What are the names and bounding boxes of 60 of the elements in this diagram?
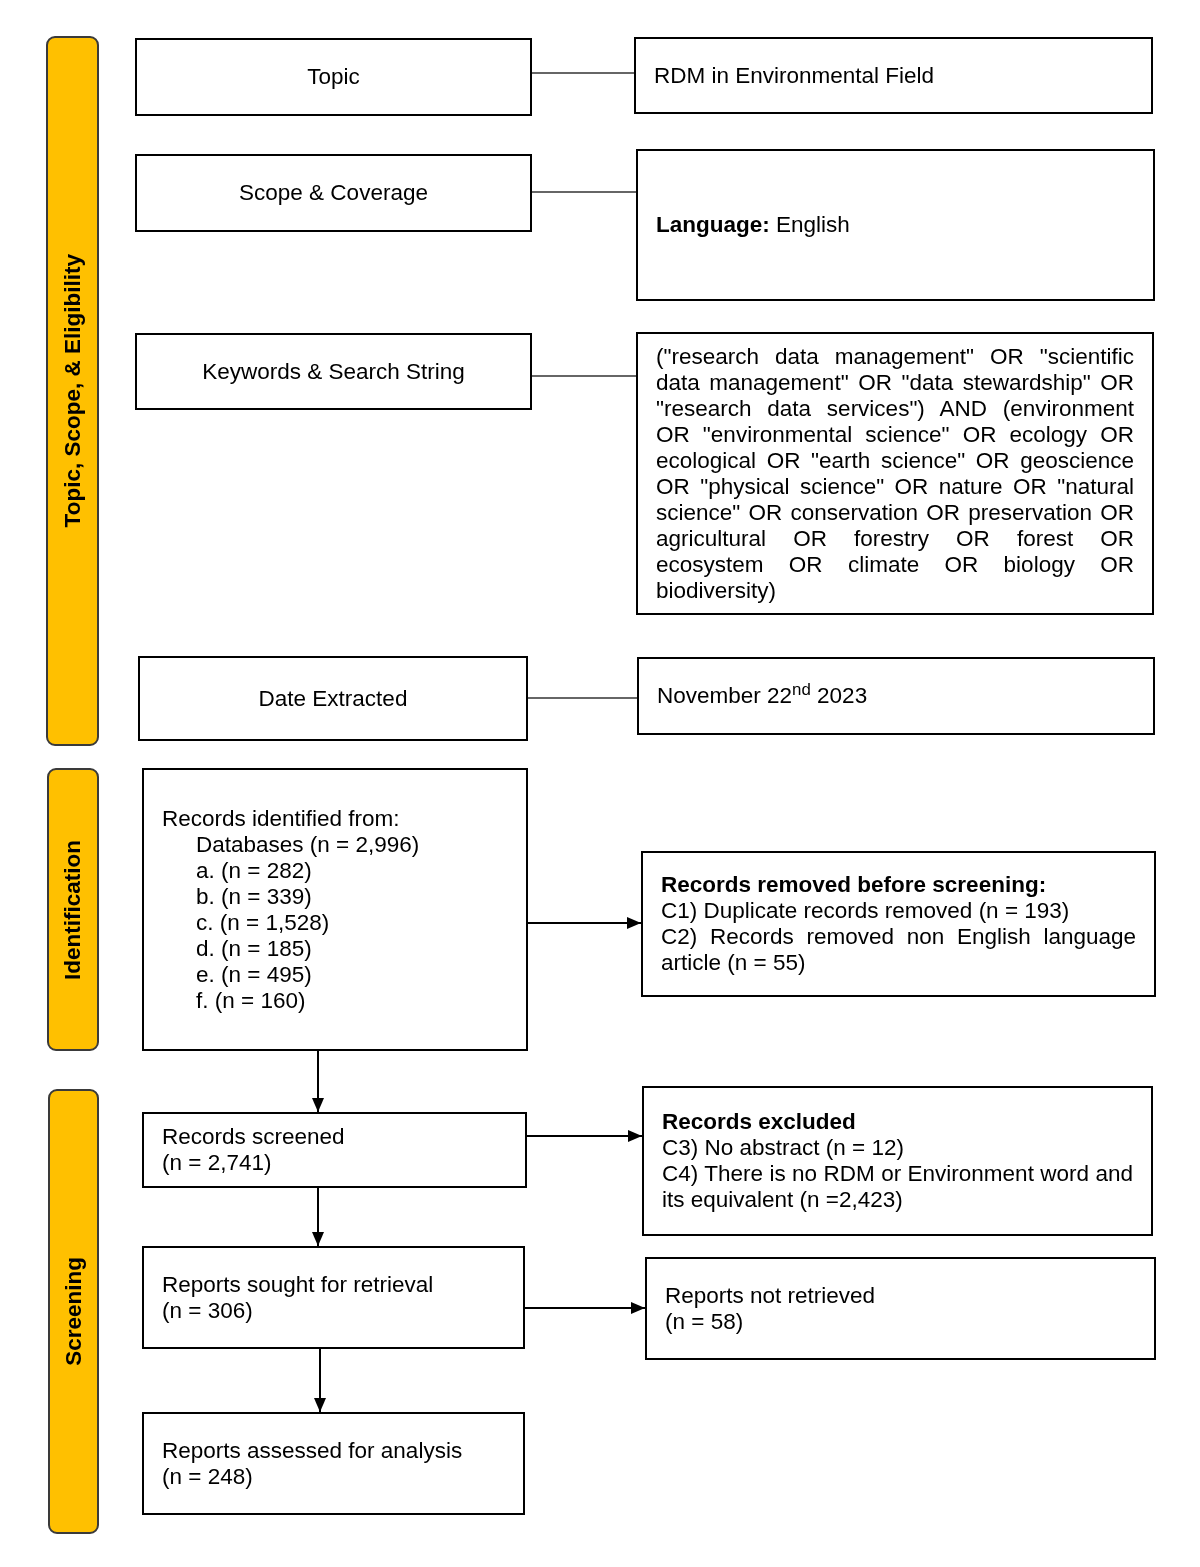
- process-box: [142, 1412, 525, 1515]
- box-text: Reports not retrieved: [665, 1282, 877, 1309]
- box-text: (n = 306): [162, 1297, 254, 1324]
- box-text: ("research data management" OR "scientific data management" OR "data stewardship" OR "research data services") AND (environment OR "environmental science" OR ecology OR ecological OR "earth science" OR geoscience OR "physical science" OR nature OR "natural science" OR conservation OR preservation OR agricultural OR forestry OR forest OR ecosystem OR climate OR biology OR biodiversity): [656, 343, 1134, 604]
- box-text: Records screened: [162, 1124, 346, 1150]
- box-text: C1) Duplicate records removed (n = 193): [661, 898, 1071, 924]
- box-text: d. (n = 185): [195, 935, 313, 962]
- connector-line: [531, 375, 637, 377]
- box-text: (n = 248): [162, 1463, 254, 1490]
- box-text: (n = 2,741): [162, 1150, 273, 1176]
- category-box: [135, 333, 532, 410]
- process-box: [142, 1246, 525, 1349]
- category-box: [135, 38, 532, 116]
- arrow: [527, 917, 642, 929]
- exclusion-box: [645, 1257, 1156, 1360]
- detail-box: [637, 657, 1155, 735]
- box-text: C4) There is no RDM or Environment word and its equivalent (n =2,423): [662, 1161, 1133, 1213]
- stage-band: [47, 768, 99, 1051]
- arrow: [314, 1348, 326, 1413]
- box-text: RDM in Environmental Field: [654, 62, 936, 89]
- arrow: [526, 1130, 643, 1142]
- arrow: [312, 1187, 324, 1247]
- connector-line: [527, 697, 638, 699]
- box-text: (n = 58): [665, 1308, 745, 1335]
- box-text: Date Extracted: [258, 685, 408, 712]
- box-heading: Records excluded: [662, 1109, 857, 1135]
- box-text: b. (n = 339): [195, 883, 313, 910]
- exclusion-box: [641, 851, 1156, 997]
- box-text: Databases (n = 2,996): [195, 831, 421, 858]
- arrow: [524, 1302, 646, 1314]
- stage-band: [46, 36, 99, 746]
- connector-line: [531, 191, 637, 193]
- box-text: Topic: [307, 64, 360, 90]
- box-text: Records identified from:: [162, 805, 401, 832]
- box-text: C2) Records removed non English language article (n = 55): [661, 924, 1136, 976]
- connector-line: [531, 72, 635, 74]
- box-text: November 22$^{nd}$ 2023: [657, 683, 869, 709]
- category-box: [138, 656, 528, 741]
- box-text: f. (n = 160): [195, 987, 307, 1014]
- box-text: C3) No abstract (n = 12): [662, 1135, 905, 1161]
- box-heading: Records removed before screening:: [661, 872, 1048, 898]
- box-text: Language: English: [656, 212, 851, 238]
- arrow: [312, 1050, 324, 1113]
- detail-box: [636, 149, 1155, 301]
- category-box: [135, 154, 532, 232]
- box-text: Reports sought for retrieval: [162, 1271, 435, 1298]
- box-text: c. (n = 1,528): [195, 909, 331, 936]
- stage-label: Screening: [60, 1257, 87, 1366]
- detail-box: [634, 37, 1153, 114]
- box-text: a. (n = 282): [195, 857, 313, 884]
- process-box: [142, 1112, 527, 1188]
- box-text: e. (n = 495): [195, 961, 313, 988]
- box-text: Reports assessed for analysis: [162, 1437, 464, 1464]
- exclusion-box: [642, 1086, 1153, 1236]
- stage-label: Topic, Scope, & Eligibility: [59, 254, 86, 528]
- stage-label: Identification: [60, 839, 86, 980]
- stage-band: [48, 1089, 99, 1534]
- process-box: [142, 768, 528, 1051]
- box-text: Scope & Coverage: [239, 180, 428, 206]
- box-text: Keywords & Search String: [202, 358, 465, 385]
